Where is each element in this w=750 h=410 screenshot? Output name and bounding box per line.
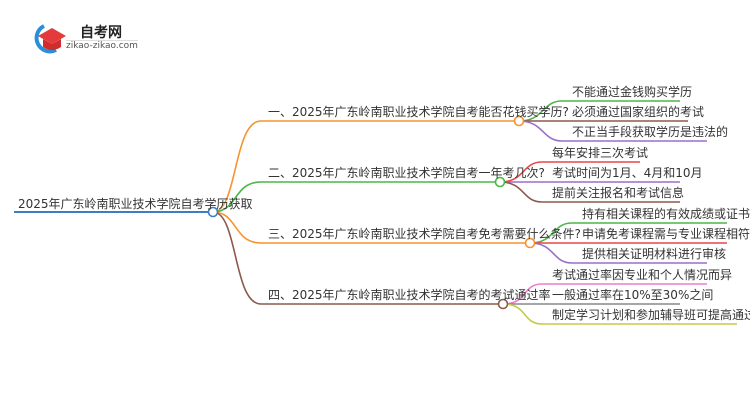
leaf-node[interactable]: 制定学习计划和参加辅导班可提高通过率	[552, 308, 750, 322]
logo-title: 自考网	[80, 25, 122, 41]
leaf-connector	[529, 242, 707, 264]
leaf-node[interactable]: 提供相关证明材料进行审核	[582, 247, 727, 261]
root-node[interactable]: 2025年广东岭南职业技术学院自考学历获取	[18, 197, 253, 211]
leaf-connector	[502, 303, 737, 325]
leaf-node[interactable]: 一般通过率在10%至30%之间	[552, 288, 714, 302]
leaf-node[interactable]: 考试时间为1月、4月和10月	[552, 166, 703, 180]
branch-node[interactable]: 一、2025年广东岭南职业技术学院自考能否花钱买学历?	[268, 105, 569, 119]
branch-node[interactable]: 四、2025年广东岭南职业技术学院自考的考试通过率	[268, 288, 551, 302]
branch-collapse-toggle[interactable]	[494, 176, 506, 188]
leaf-node[interactable]: 每年安排三次考试	[552, 146, 649, 160]
root-collapse-toggle[interactable]	[207, 206, 219, 218]
branch-collapse-toggle[interactable]	[497, 298, 509, 310]
leaf-node[interactable]: 必须通过国家组织的考试	[572, 105, 705, 119]
branch-connector	[212, 211, 530, 244]
logo-url: zikao-zikao.com	[66, 40, 138, 51]
leaf-connector	[518, 120, 707, 142]
leaf-node[interactable]: 不能通过金钱购买学历	[572, 85, 693, 99]
branch-connector	[212, 181, 500, 213]
branch-node[interactable]: 二、2025年广东岭南职业技术学院自考一年考几次?	[268, 166, 545, 180]
branch-connector	[212, 120, 519, 213]
branch-collapse-toggle[interactable]	[524, 237, 536, 249]
leaf-node[interactable]: 不正当手段获取学历是违法的	[572, 125, 729, 139]
leaf-node[interactable]: 提前关注报名和考试信息	[552, 186, 685, 200]
leaf-connector	[499, 181, 680, 203]
branch-connector	[212, 211, 503, 305]
leaf-node[interactable]: 考试通过率因专业和个人情况而异	[552, 268, 733, 282]
branch-node[interactable]: 三、2025年广东岭南职业技术学院自考免考需要什么条件?	[268, 227, 581, 241]
leaf-node[interactable]: 申请免考课程需与专业课程相符	[582, 227, 750, 241]
leaf-node[interactable]: 持有相关课程的有效成绩或证书	[582, 207, 750, 221]
logo-icon	[30, 20, 74, 60]
branch-collapse-toggle[interactable]	[513, 115, 525, 127]
